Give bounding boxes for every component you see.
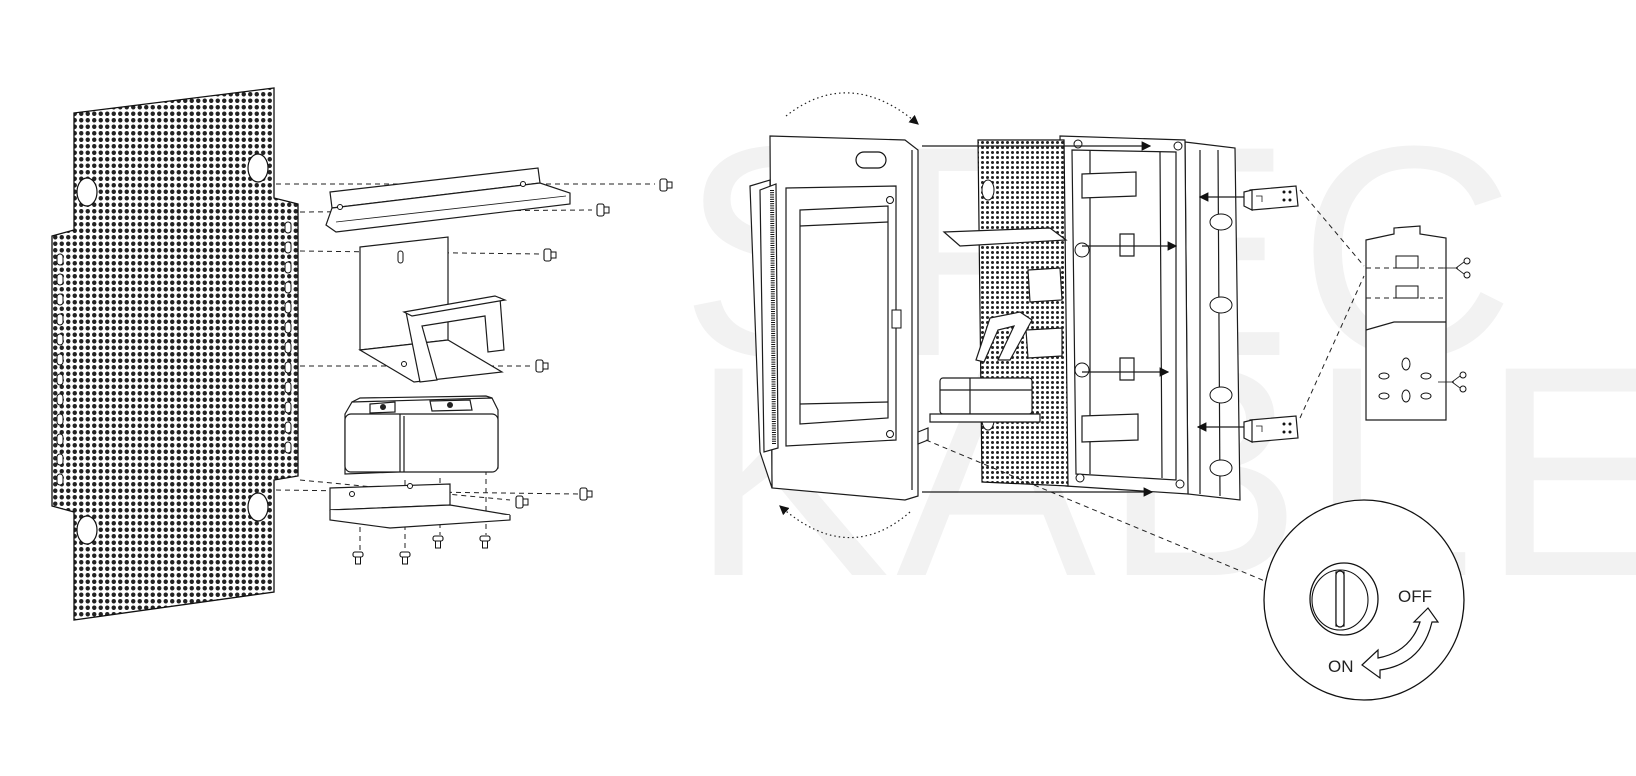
- scissors-icon: [1438, 257, 1471, 393]
- enclosure-door-icon: [749, 135, 929, 501]
- inner-mounting-plate-icon: [929, 139, 1069, 487]
- lock-detail: OFF ON: [925, 439, 1465, 701]
- base-bracket-icon: [329, 483, 511, 529]
- socket-module-icon: [344, 395, 499, 475]
- on-label: ON: [1328, 657, 1354, 676]
- off-label: OFF: [1398, 587, 1432, 606]
- din-rail-icon: [325, 167, 571, 233]
- clip-icon: [1243, 185, 1299, 443]
- perforated-mounting-plate-icon: [51, 87, 299, 621]
- enclosure-box-icon: [1059, 135, 1241, 501]
- assembly-arrows-right: [922, 141, 1250, 497]
- mounting-bracket-icon: [358, 236, 508, 383]
- rotate-arrow-icon: [1361, 607, 1440, 680]
- lock-icon: [1309, 562, 1379, 636]
- clip-strip-detail: [1299, 189, 1447, 421]
